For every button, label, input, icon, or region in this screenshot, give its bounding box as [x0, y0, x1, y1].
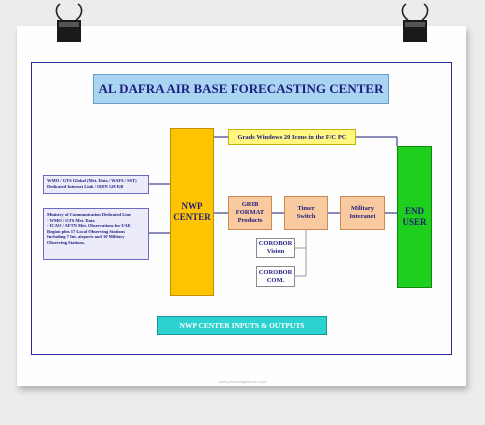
binder-clip-left-icon — [55, 3, 83, 42]
binder-clip-right-icon — [401, 3, 429, 42]
end-user-box: END USER — [397, 146, 432, 288]
end-user-label: END — [404, 206, 424, 216]
grib-products-box: GRIB FORMAT Products — [228, 196, 272, 230]
end-user-label: USER — [402, 217, 427, 227]
corobor-vision-label: COROBOR — [258, 240, 293, 247]
timer-switch-box: Timer Switch — [284, 196, 328, 230]
corobor-com-box: COROBOR COM. — [256, 266, 295, 287]
corobor-com-label: COM. — [266, 276, 285, 284]
input-ministry-line: - ICAO / AFTN Met. Observations for UAE — [47, 223, 131, 228]
input-box-wmo-gts: WMO / GTS Global (Met. Data / WAFS / SST… — [43, 175, 149, 194]
footer-url: www.juliedesignstudio.com — [218, 379, 267, 384]
diagram-title: AL DAFRA AIR BASE FORECASTING CENTER — [93, 74, 389, 104]
input-wmo-line: WMO / GTS Global (Met. Data / WAFS / SST… — [47, 178, 137, 183]
grib-label: GRIB — [241, 201, 259, 208]
military-label: Interanet — [349, 213, 376, 220]
diagram-frame — [31, 62, 452, 355]
input-ministry-line: Observing Stations. — [47, 239, 85, 245]
corobor-vision-label: Vision — [266, 248, 285, 255]
grib-label: FORMAT — [235, 209, 265, 216]
timer-label: Switch — [296, 213, 316, 220]
input-ministry-line: Region plus 17 Local Observing Stations — [47, 228, 125, 234]
diagram-caption: NWP CENTER INPUTS & OUTPUTS — [157, 316, 327, 335]
grads-box: Grads Windows 20 Icons in the F/C PC — [228, 129, 356, 145]
input-box-ministry: Ministry of Communication Dedicated Line… — [43, 208, 149, 260]
input-ministry-line: Including 7 Int. airports and 10 Militar… — [47, 234, 125, 239]
nwp-center-label: CENTER — [173, 212, 211, 222]
input-ministry-line: Ministry of Communication Dedicated Line — [47, 212, 131, 217]
input-wmo-line: Dedicated Internet Link / ISDN 128 KB — [47, 183, 124, 189]
grib-label: Products — [237, 217, 263, 224]
timer-label: Timer — [297, 205, 315, 212]
corobor-com-label: COROBOR — [258, 268, 293, 276]
military-label: Military — [350, 205, 375, 212]
corobor-vision-box: COROBOR Vision — [256, 238, 295, 258]
nwp-center-box: NWP CENTER — [170, 128, 214, 296]
military-intranet-box: Military Interanet — [340, 196, 385, 230]
input-ministry-line: - WMO / GTS Met. Data — [47, 217, 95, 223]
nwp-center-label: NWP — [181, 201, 203, 211]
